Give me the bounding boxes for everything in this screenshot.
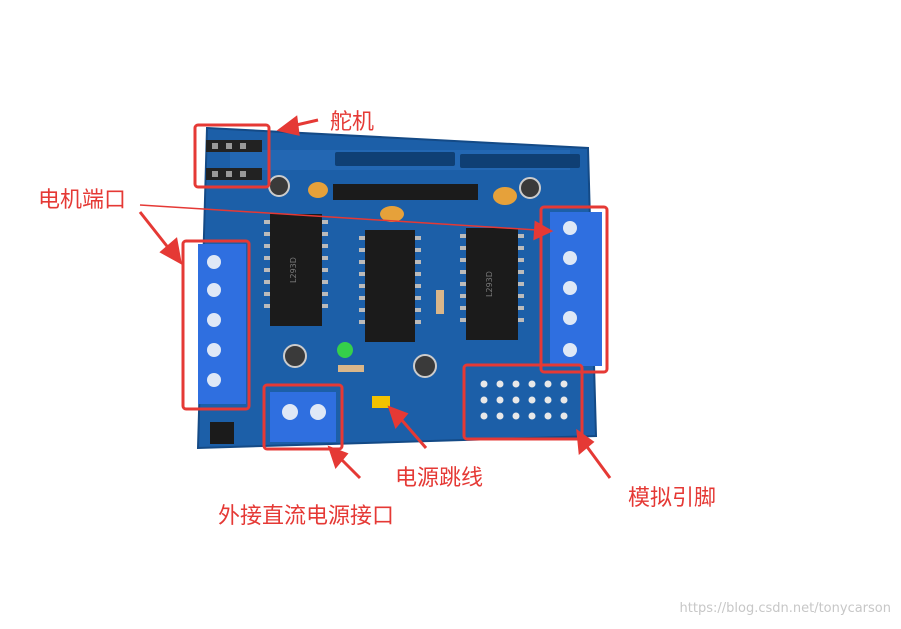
l293d-chip-left: L293D <box>270 214 322 326</box>
electrolytic-capacitor <box>519 177 541 199</box>
motor-port-left-box <box>181 239 251 411</box>
motor-port-label: 电机端口 <box>38 188 127 213</box>
electrolytic-capacitor <box>283 344 307 368</box>
capacitor <box>380 206 404 222</box>
dc-power-box <box>262 383 344 451</box>
servo-highlight-box <box>193 123 271 189</box>
motor-terminal-left <box>198 244 246 404</box>
top-black-header <box>333 184 478 200</box>
watermark: https://blog.csdn.net/tonycarson <box>679 601 891 616</box>
power-jumper-label: 电源跳线 <box>395 466 484 491</box>
analog-pin-pads <box>480 380 568 420</box>
analog-pins-box <box>462 363 584 441</box>
electrolytic-capacitor <box>268 175 290 197</box>
svg-text:L293D: L293D <box>485 271 494 297</box>
servo-label: 舵机 <box>330 110 375 135</box>
reset-button-component <box>210 422 234 444</box>
shift-register-chip <box>365 230 415 342</box>
top-header-pins <box>335 152 580 168</box>
l293d-chip-right: L293D <box>466 228 518 340</box>
capacitor <box>493 187 517 205</box>
capacitor <box>308 182 328 198</box>
analog-pins-label: 模拟引脚 <box>628 486 717 511</box>
dc-power-label: 外接直流电源接口 <box>218 504 395 529</box>
motor-terminal-right <box>550 212 602 366</box>
dc-power-terminal <box>270 392 336 442</box>
servo-header-pins <box>206 140 262 180</box>
chip-legs <box>264 220 524 324</box>
annotation-arrows <box>138 115 612 480</box>
electrolytic-capacitor <box>413 354 437 378</box>
power-jumper <box>372 396 390 408</box>
green-led <box>337 342 353 358</box>
resistor <box>436 290 444 314</box>
svg-text:L293D: L293D <box>289 257 298 283</box>
motor-port-right-box <box>539 205 609 374</box>
resistor <box>338 365 364 372</box>
